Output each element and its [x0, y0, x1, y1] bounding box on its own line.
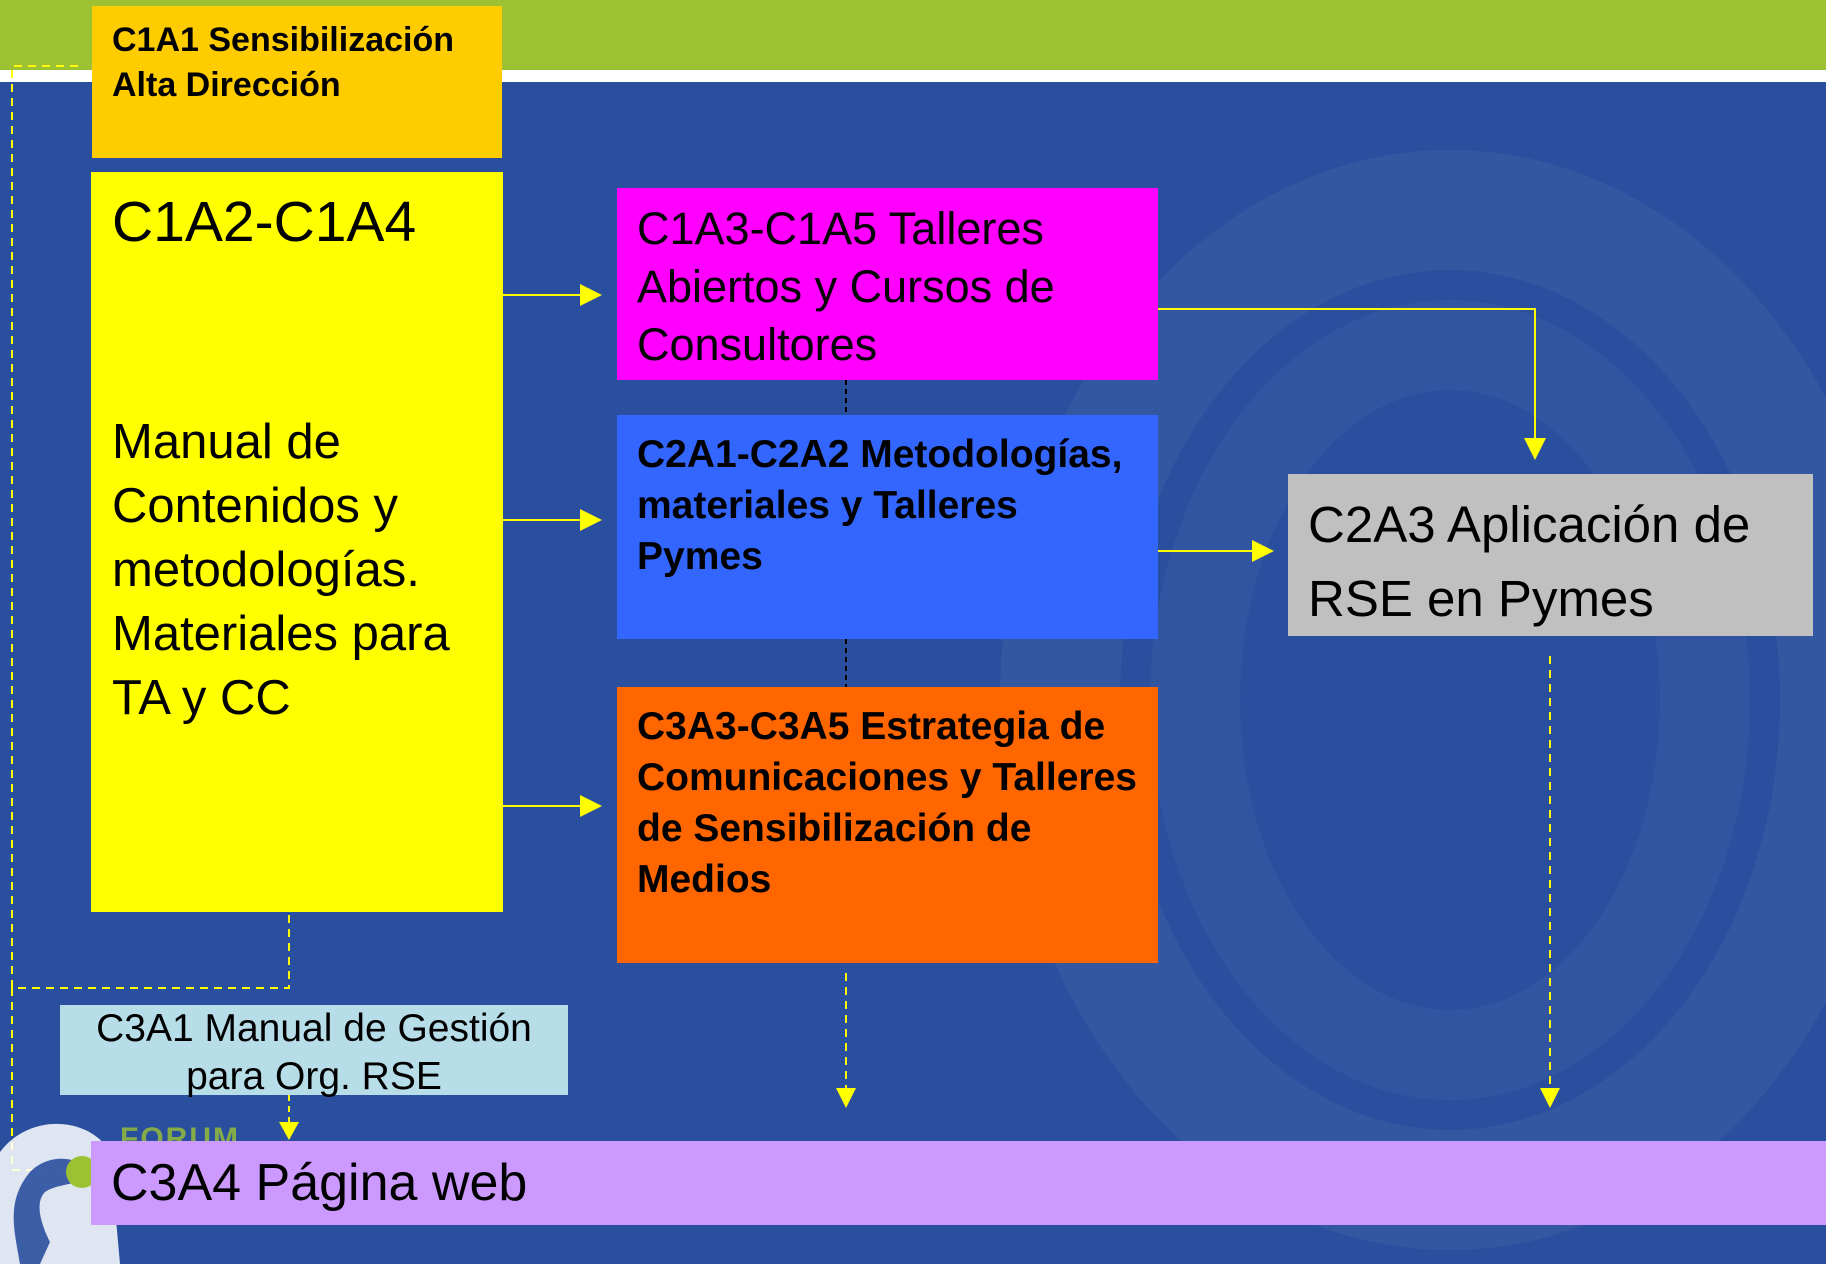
box-c1a1: C1A1 Sensibilización Alta Dirección — [92, 6, 502, 158]
box-c2a3: C2A3 Aplicación de RSE en Pymes — [1288, 474, 1813, 636]
arrowhead-c2a3-to-c3a4 — [1540, 1088, 1560, 1108]
forum-globe-icon — [0, 1123, 120, 1264]
box-c3a1: C3A1 Manual de Gestión para Org. RSE — [60, 1005, 568, 1098]
box-c3a4: C3A4 Página web — [91, 1141, 1826, 1225]
box-c1a1-label: C1A1 Sensibilización Alta Dirección — [112, 21, 454, 104]
box-c2a1-label: C2A1-C2A2 Metodologías, materiales y Tal… — [637, 433, 1123, 578]
box-c1a3-c1a5: C1A3-C1A5 Talleres Abiertos y Cursos de … — [617, 188, 1158, 380]
box-c1a2-title: C1A2-C1A4 — [112, 190, 417, 254]
box-c3a1-label: C3A1 Manual de Gestión para Org. RSE — [96, 1007, 532, 1098]
link-left-loop — [11, 65, 290, 989]
box-c2a1-c2a2: C2A1-C2A2 Metodologías, materiales y Tal… — [617, 415, 1158, 639]
box-c3a3-c3a5: C3A3-C3A5 Estrategia de Comunicaciones y… — [617, 687, 1158, 963]
arrowhead-c3a3-to-c3a4 — [836, 1088, 856, 1108]
arrowhead-c3a1-to-c3a4 — [279, 1122, 299, 1140]
box-c1a2-c1a4: C1A2-C1A4 Manual de Contenidos y metodol… — [91, 172, 503, 912]
box-c3a4-label: C3A4 Página web — [111, 1154, 528, 1212]
box-c1a2-body: Manual de Contenidos y metodologías. Mat… — [112, 415, 450, 725]
box-c3a3-label: C3A3-C3A5 Estrategia de Comunicaciones y… — [637, 705, 1137, 901]
arrow-c1a3-to-c2a3 — [1158, 308, 1546, 460]
box-c2a3-label: C2A3 Aplicación de RSE en Pymes — [1308, 496, 1751, 627]
box-c1a3-label: C1A3-C1A5 Talleres Abiertos y Cursos de … — [637, 203, 1055, 370]
